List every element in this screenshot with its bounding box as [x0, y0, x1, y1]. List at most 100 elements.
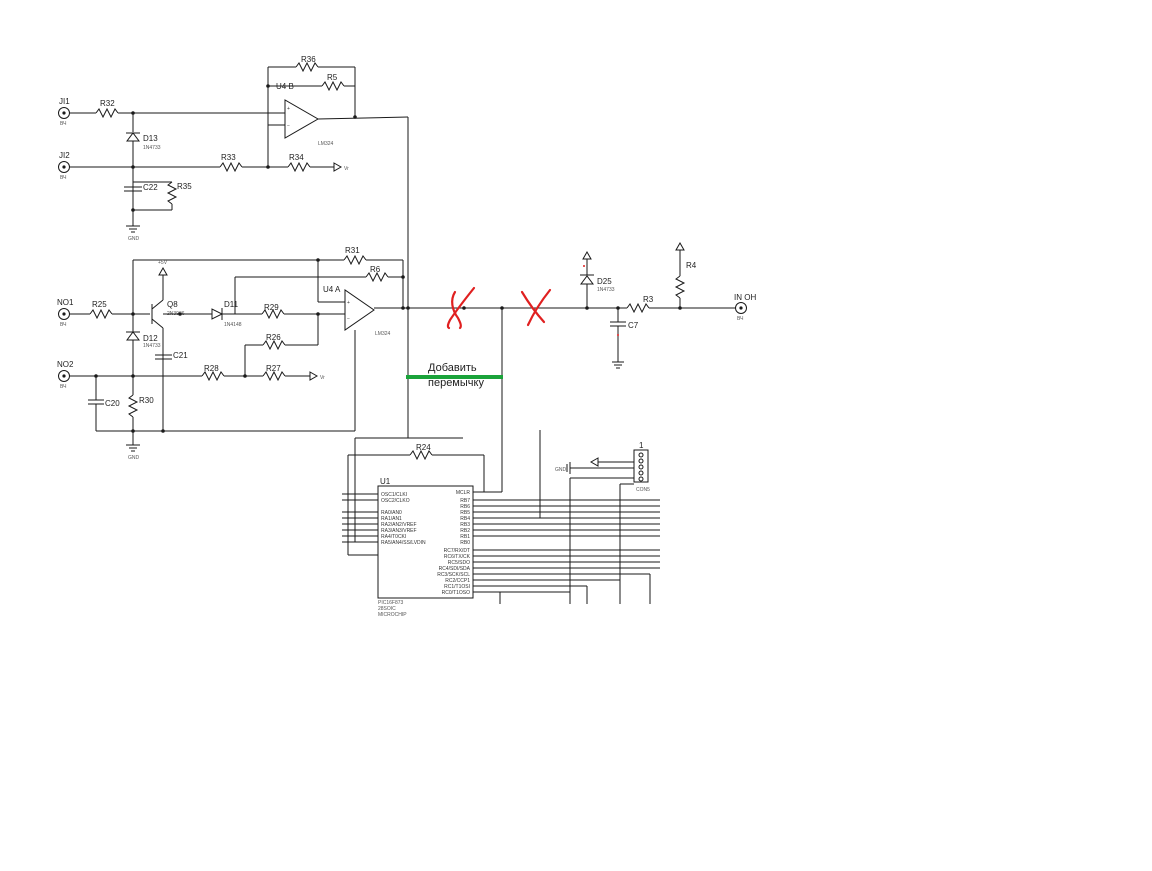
- u1-left-pin-label: RA5/AN4/SS/LVDIN: [381, 540, 426, 546]
- resistor-r3-icon: [626, 302, 650, 314]
- label-c20: C20: [105, 399, 120, 408]
- label-r26: R26: [266, 333, 281, 342]
- u1-right-pin-label: RC7/RX/DT: [444, 548, 470, 554]
- svg-text:Vr: Vr: [344, 166, 349, 172]
- svg-text:−: −: [347, 316, 350, 322]
- u1-right-pin-label: RB7: [460, 498, 470, 504]
- svg-text:ВЧ: ВЧ: [737, 316, 743, 322]
- resistor-r5-icon: [321, 80, 345, 92]
- resistor-r27-icon: [262, 370, 286, 382]
- vcc-arrow-2-icon: [582, 250, 592, 260]
- resistor-r30-icon: [127, 394, 139, 418]
- u1-left-pin-label: RA2/AN2/VREF: [381, 522, 417, 528]
- resistor-r26-icon: [262, 339, 286, 351]
- u1-right-pin-label: RC1/T1OSI: [444, 584, 470, 590]
- svg-text:LM324: LM324: [375, 331, 391, 337]
- svg-text:−: −: [287, 123, 290, 129]
- u1-right-pin-label: RC2/CCP1: [445, 578, 470, 584]
- opamp-u4b-icon: [284, 99, 320, 139]
- label-r25: R25: [92, 300, 107, 309]
- u1-right-pin-label: MCLR: [456, 490, 471, 496]
- annotation-text-2: перемычку: [428, 377, 484, 389]
- label-r28: R28: [204, 364, 219, 373]
- u1-right-pin-label: RB1: [460, 534, 470, 540]
- u1-right-pin-label: RB3: [460, 522, 470, 528]
- resistor-r24-icon: [409, 449, 433, 461]
- u1-right-pins: MCLRRB7RB6RB5RB4RB3RB2RB1RB0RC7/RX/DTRC6…: [437, 490, 470, 596]
- connector-ji1-center: [62, 111, 66, 115]
- label-no2: NO2: [57, 360, 74, 369]
- u1-left-pin-label: RA1/AN1: [381, 516, 402, 522]
- label-r30: R30: [139, 396, 154, 405]
- u1-left-pin-label: OSC1/CLKI: [381, 492, 407, 498]
- input-stage-upper: JI1 ВЧ R32 D13 1N4733 JI2 ВЧ R33 R34 Vr: [58, 55, 409, 438]
- svg-text:GND: GND: [128, 455, 140, 461]
- diode-d11-icon: [211, 308, 224, 320]
- u1-right-pin-label: RC3/SCK/SCL: [437, 572, 470, 578]
- diode-d12-icon: [126, 331, 140, 341]
- resistor-r32-icon: [95, 107, 119, 119]
- svg-text:+: +: [347, 300, 350, 306]
- vref-arrow-2-icon: [309, 371, 319, 381]
- vcc-arrow-icon: [158, 266, 168, 276]
- label-inoh: IN OH: [734, 293, 756, 302]
- label-ji1-sub: ВЧ: [60, 121, 66, 127]
- label-r3: R3: [643, 295, 654, 304]
- u1-right-pin-label: RB4: [460, 516, 470, 522]
- label-d25: D25: [597, 277, 612, 286]
- label-r33: R33: [221, 153, 236, 162]
- label-r32: R32: [100, 99, 115, 108]
- vcc-arrow-4-icon: [589, 457, 599, 467]
- label-ji2: JI2: [59, 151, 70, 160]
- u1-right-pin-label: RC0/T1OSO: [442, 590, 470, 596]
- resistor-r6-icon: [365, 271, 389, 283]
- u1-right-pin-label: RB0: [460, 540, 470, 546]
- label-r24: R24: [416, 443, 431, 452]
- annotations: Добавить перемычку: [406, 286, 552, 389]
- label-d11: D11: [224, 300, 239, 309]
- label-q8: Q8: [167, 300, 178, 309]
- svg-text:28SOIC: 28SOIC: [378, 606, 396, 612]
- label-ji1: JI1: [59, 97, 70, 106]
- svg-text:1N4148: 1N4148: [224, 322, 242, 328]
- output-stage: D25 1N4733 R3 C7 R4 IN OH ВЧ: [462, 241, 756, 369]
- mcu-u1-icon: [377, 485, 474, 599]
- label-d12: D12: [143, 334, 158, 343]
- u1-right-pin-label: RC5/SDO: [448, 560, 470, 566]
- svg-text:MICROCHIP: MICROCHIP: [378, 612, 407, 618]
- u1-left-pin-label: RA3/AN3/VREF: [381, 528, 417, 534]
- svg-text:GND: GND: [555, 467, 567, 473]
- resistor-r33-icon: [219, 161, 243, 173]
- resistor-r4-icon: [674, 275, 686, 299]
- diode-d13-icon: [126, 132, 140, 142]
- svg-text:ВЧ: ВЧ: [60, 175, 66, 181]
- resistor-r35-icon: [166, 181, 178, 205]
- label-u4a: U4 A: [323, 285, 341, 294]
- vcc-arrow-3-icon: [675, 241, 685, 251]
- resistor-r29-icon: [261, 308, 285, 320]
- label-d13: D13: [143, 134, 158, 143]
- resistor-r31-icon: [343, 254, 367, 266]
- label-u1: U1: [380, 477, 391, 486]
- resistor-r34-icon: [287, 161, 311, 173]
- resistor-r36-icon: [295, 61, 319, 73]
- svg-text:Vr: Vr: [320, 375, 325, 381]
- label-r36: R36: [301, 55, 316, 64]
- label-r5: R5: [327, 73, 338, 82]
- label-r35: R35: [177, 182, 192, 191]
- u1-right-pin-label: RC6/TX/CK: [444, 554, 471, 560]
- svg-text:1N4733: 1N4733: [597, 287, 615, 293]
- label-r29: R29: [264, 303, 279, 312]
- vref-arrow-icon: [333, 162, 343, 172]
- u1-right-pin-label: RB5: [460, 510, 470, 516]
- u1-left-pin-label: RA0/AN0: [381, 510, 402, 516]
- input-stage-lower: R31 R6 NO1 ВЧ R25 D12 1N4733: [57, 246, 580, 461]
- label-r4: R4: [686, 261, 697, 270]
- cut-mark-1-icon: [446, 286, 476, 330]
- svg-text:GND: GND: [128, 236, 140, 242]
- label-c22: C22: [143, 183, 158, 192]
- u1-right-pin-label: RC4/SDI/SDA: [439, 566, 471, 572]
- u1-left-pin-label: OSC2/CLKO: [381, 498, 410, 504]
